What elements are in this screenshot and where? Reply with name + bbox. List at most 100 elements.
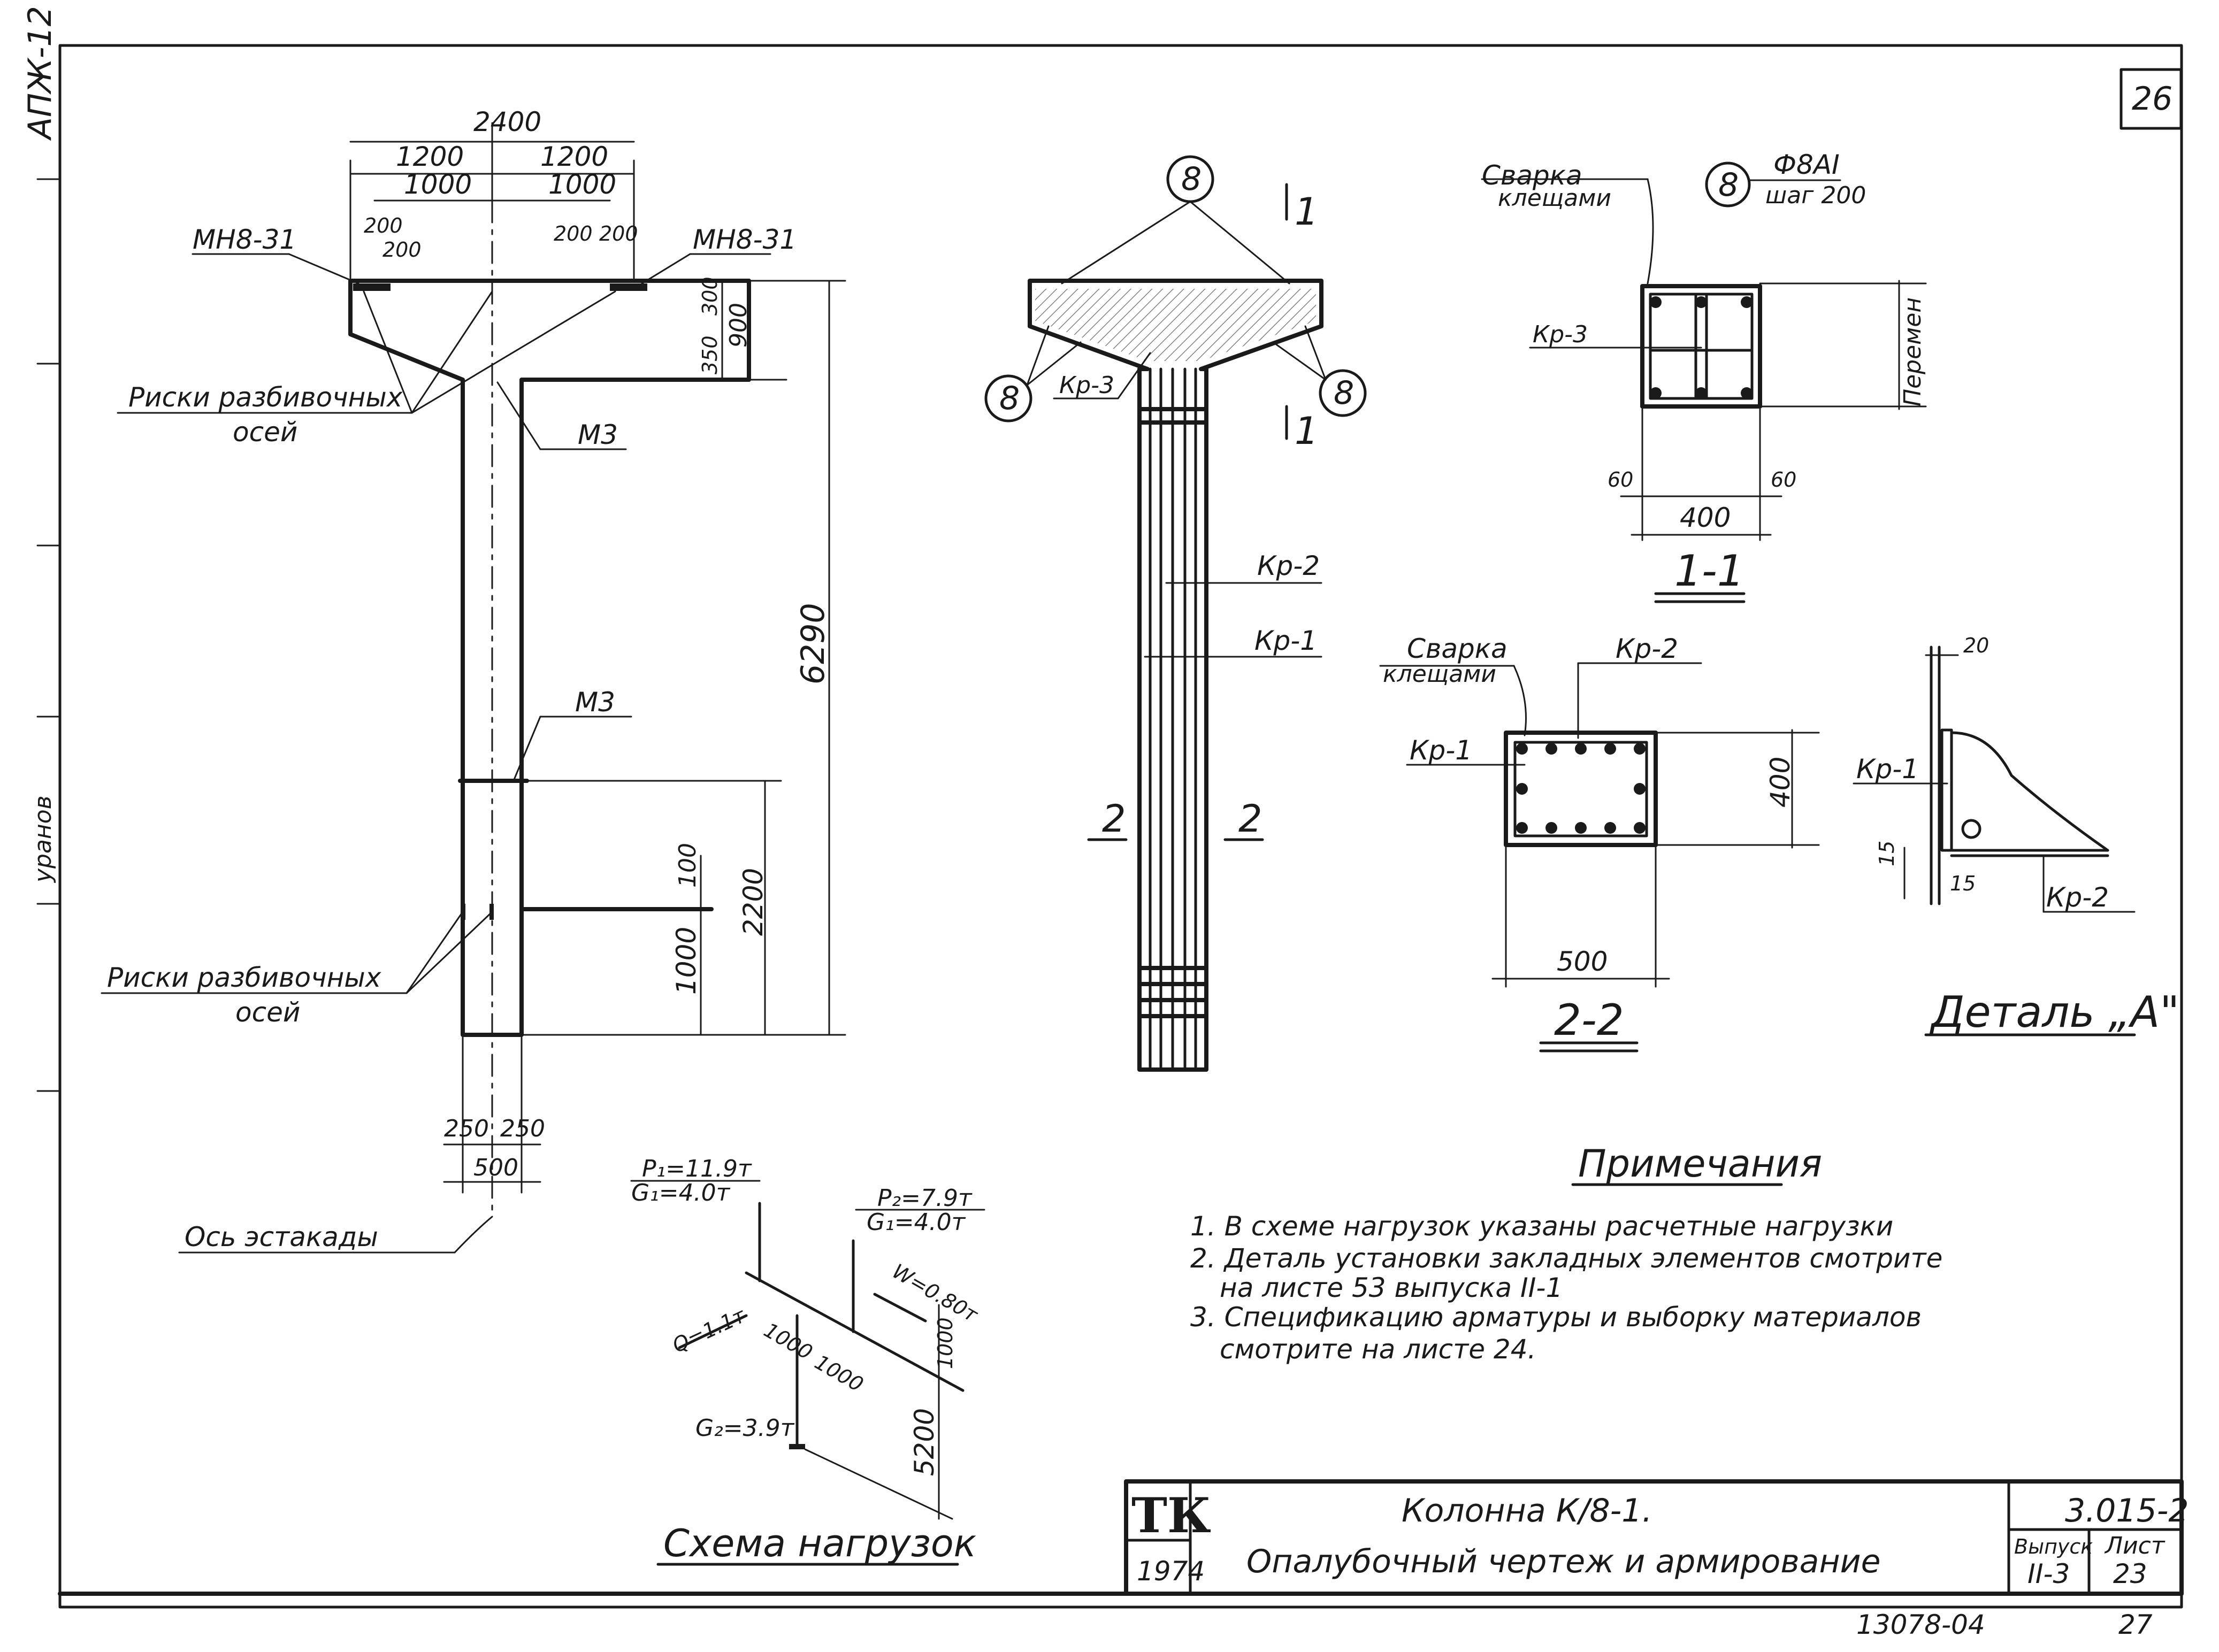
detail-d15a: 15 [1875,841,1899,866]
tb-year: 1974 [1137,1556,1205,1587]
s22-kr1: Кр-1 [1410,735,1472,766]
dim-300: 300 [698,276,722,316]
tb-issue-value: II-3 [2027,1558,2070,1589]
marker-left [984,374,1032,422]
note-line-3: на листе 53 выпуска II-1 [1220,1272,1563,1303]
s11-bar-spec: Ф8АI [1773,149,1840,180]
load-p2: P₂=7.9т [877,1185,973,1212]
tb-issue-label: Выпуск [2014,1535,2093,1558]
detail-d20: 20 [1963,634,1989,657]
note-line-4: 3. Спецификацию арматуры и выборку матер… [1190,1302,1922,1333]
tb-title-1: Колонна К/8-1. [1402,1492,1652,1530]
section-22-outline [1504,731,1658,847]
dim-1000-vert: 1000 [671,927,702,995]
s11-weld-1: Сварка [1482,160,1582,191]
marker-left-text: 8 [999,380,1020,417]
label-risk-top-1: Риски разбивочных [128,382,403,413]
detail-kr2: Кр-2 [2046,882,2109,913]
section-11-outline [1640,284,1762,409]
dim-900: 900 [725,303,752,348]
tb-sheet-value: 23 [2113,1558,2147,1589]
marker-top-text: 8 [1181,160,1202,198]
load-p1: P₁=11.9т [642,1155,752,1182]
detail-d15b: 15 [1950,872,1976,895]
marker-right [1319,369,1367,417]
cut-1a: 1 [1295,190,1319,234]
s11-d400: 400 [1680,502,1731,533]
kr3-label: Кр-3 [1059,372,1114,399]
label-risk-top-2: осей [233,417,297,448]
column-outline [348,279,751,1037]
notes-heading: Примечания [1578,1142,1822,1186]
column-elevation: 2400 1200 1200 1000 1000 200 200 200 200… [101,106,846,1254]
marker-right-text: 8 [1334,374,1354,412]
title-block: ТК 1974 Колонна К/8-1. Опалубочный черте… [1124,1479,2189,1596]
tb-sheet-label: Лист [2104,1532,2166,1559]
note-line-1: 1. В схеме нагрузок указаны расчетные на… [1190,1211,1893,1242]
label-axis: Ось эстакады [185,1221,378,1253]
label-risk-bot-2: осей [235,997,300,1028]
s11-step: шаг 200 [1765,182,1866,209]
load-q: Q=1.1т [669,1303,749,1357]
cut-1b: 1 [1295,409,1319,453]
tk-logo: ТК [1131,1487,1211,1544]
dim-200a: 200 [364,214,403,237]
section-1-1: Сварка клещами 8 Ф8АI шаг 200 Кр-3 Перем… [1481,149,1927,603]
s22-title: 2-2 [1554,995,1624,1045]
sheet-number-box [2119,68,2183,130]
label-mn-right: МН8-31 [693,224,797,255]
s22-d400: 400 [1765,757,1796,808]
load-scheme: P₁=11.9т G₁=4.0т P₂=7.9т G₁=4.0т W=0.80т… [630,1155,985,1566]
dim-1000-left: 1000 [404,169,472,200]
bottom-code: 13078-04 [1856,1609,1985,1640]
scheme-title: Схема нагрузок [663,1522,976,1565]
bottom-page: 27 [2118,1609,2153,1640]
detail-kr1: Кр-1 [1856,754,1919,785]
load-d1000b: 1000 [811,1350,868,1396]
cut-2b: 2 [1238,797,1262,841]
kr1-label: Кр-1 [1254,625,1317,656]
notes: Примечания 1. В схеме нагрузок указаны р… [1190,1142,1942,1365]
s22-weld-1: Сварка [1407,633,1508,664]
tb-title-2: Опалубочный чертеж и армирование [1246,1543,1881,1580]
s11-title: 1-1 [1674,546,1744,596]
section-2-2: Сварка клещами Кр-2 Кр-1 400 500 2-2 [1379,633,1820,1052]
load-g1a: G₁=4.0т [631,1179,731,1207]
load-w: W=0.80т [889,1259,983,1327]
dim-100: 100 [674,843,701,888]
title-block-frame [1124,1479,2184,1596]
kr2-label: Кр-2 [1257,550,1320,581]
dim-2400: 2400 [473,106,541,137]
s11-d60-right: 60 [1771,468,1796,491]
side-code: АПЖ-12 [21,6,59,141]
detail-title: Деталь „А" [1930,987,2179,1037]
load-d5200: 5200 [909,1408,940,1476]
note-line-2: 2. Деталь установки закладных элементов … [1190,1243,1942,1274]
label-mn-left: МН8-31 [193,224,296,255]
s22-weld-2: клещами [1383,660,1496,688]
dim-350: 350 [698,335,722,374]
dim-1200-left: 1200 [396,141,464,172]
dim-250-right: 250 [500,1115,545,1142]
dim-200b: 200 [382,238,422,262]
load-g1b: G₁=4.0т [867,1209,966,1236]
dim-250-left: 250 [444,1115,489,1142]
s11-marker-text: 8 [1718,166,1739,204]
s22-d500: 500 [1557,946,1608,977]
dim-1000-right: 1000 [548,169,616,200]
load-g2: G₂=3.9т [695,1415,795,1442]
detail-a: 20 Кр-1 15 15 Кр-2 Деталь „А" [1853,634,2179,1037]
side-stamp: уранов [29,795,57,883]
note-line-5: смотрите на листе 24. [1220,1334,1536,1365]
s11-d60-left: 60 [1608,468,1633,491]
label-m3-top: М3 [578,419,618,450]
dim-500: 500 [473,1154,518,1181]
s11-variable: Перемен [1899,297,1926,406]
dim-1200-right: 1200 [540,141,608,172]
rebar-view: 8 8 8 Кр-3 Кр-2 Кр-1 1 1 2 2 [984,155,1367,1072]
dim-200c: 200 [554,222,593,245]
load-d1000a: 1000 [760,1318,817,1364]
s22-kr2: Кр-2 [1616,633,1678,664]
dim-200d: 200 [599,222,638,245]
